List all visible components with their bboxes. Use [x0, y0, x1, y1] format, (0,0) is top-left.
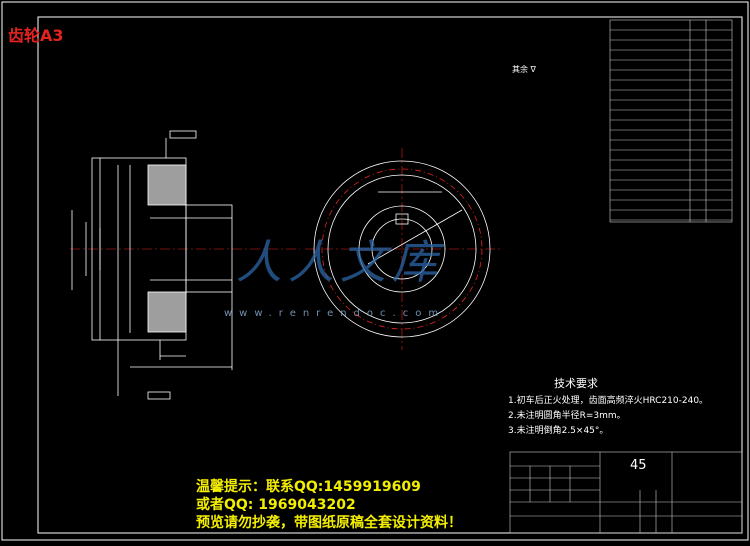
notice-line-3: 预览请勿抄袭，带图纸原稿全套设计资料！	[196, 515, 462, 531]
notice-line-1: 温馨提示：联系QQ:1459919609	[196, 479, 421, 495]
parameter-table	[609, 19, 733, 223]
tech-requirements: 技术要求 1.初车后正火处理，齿面高频淬火HRC210-240。 2.未注明圆角…	[508, 376, 708, 439]
material-label: 45	[630, 458, 647, 473]
tech-item-1: 1.初车后正火处理，齿面高频淬火HRC210-240。	[508, 396, 709, 406]
watermark-url: www.renrendoc.com	[224, 308, 446, 319]
tech-item-2: 2.未注明圆角半径R=3mm。	[508, 411, 626, 421]
gear-front-view	[305, 148, 500, 350]
drawing-title: 齿轮A3	[8, 26, 64, 45]
tech-heading: 技术要求	[554, 377, 598, 390]
gear-section-view	[70, 130, 300, 400]
inner-frame	[37, 16, 743, 534]
roughness-note: 其余 ∇	[512, 65, 536, 74]
title-block	[509, 451, 743, 534]
notice-line-2: 或者QQ: 1969043202	[196, 497, 356, 513]
tech-item-3: 3.未注明倒角2.5×45°。	[508, 426, 609, 436]
watermark-logo: 人人文库	[236, 235, 444, 289]
